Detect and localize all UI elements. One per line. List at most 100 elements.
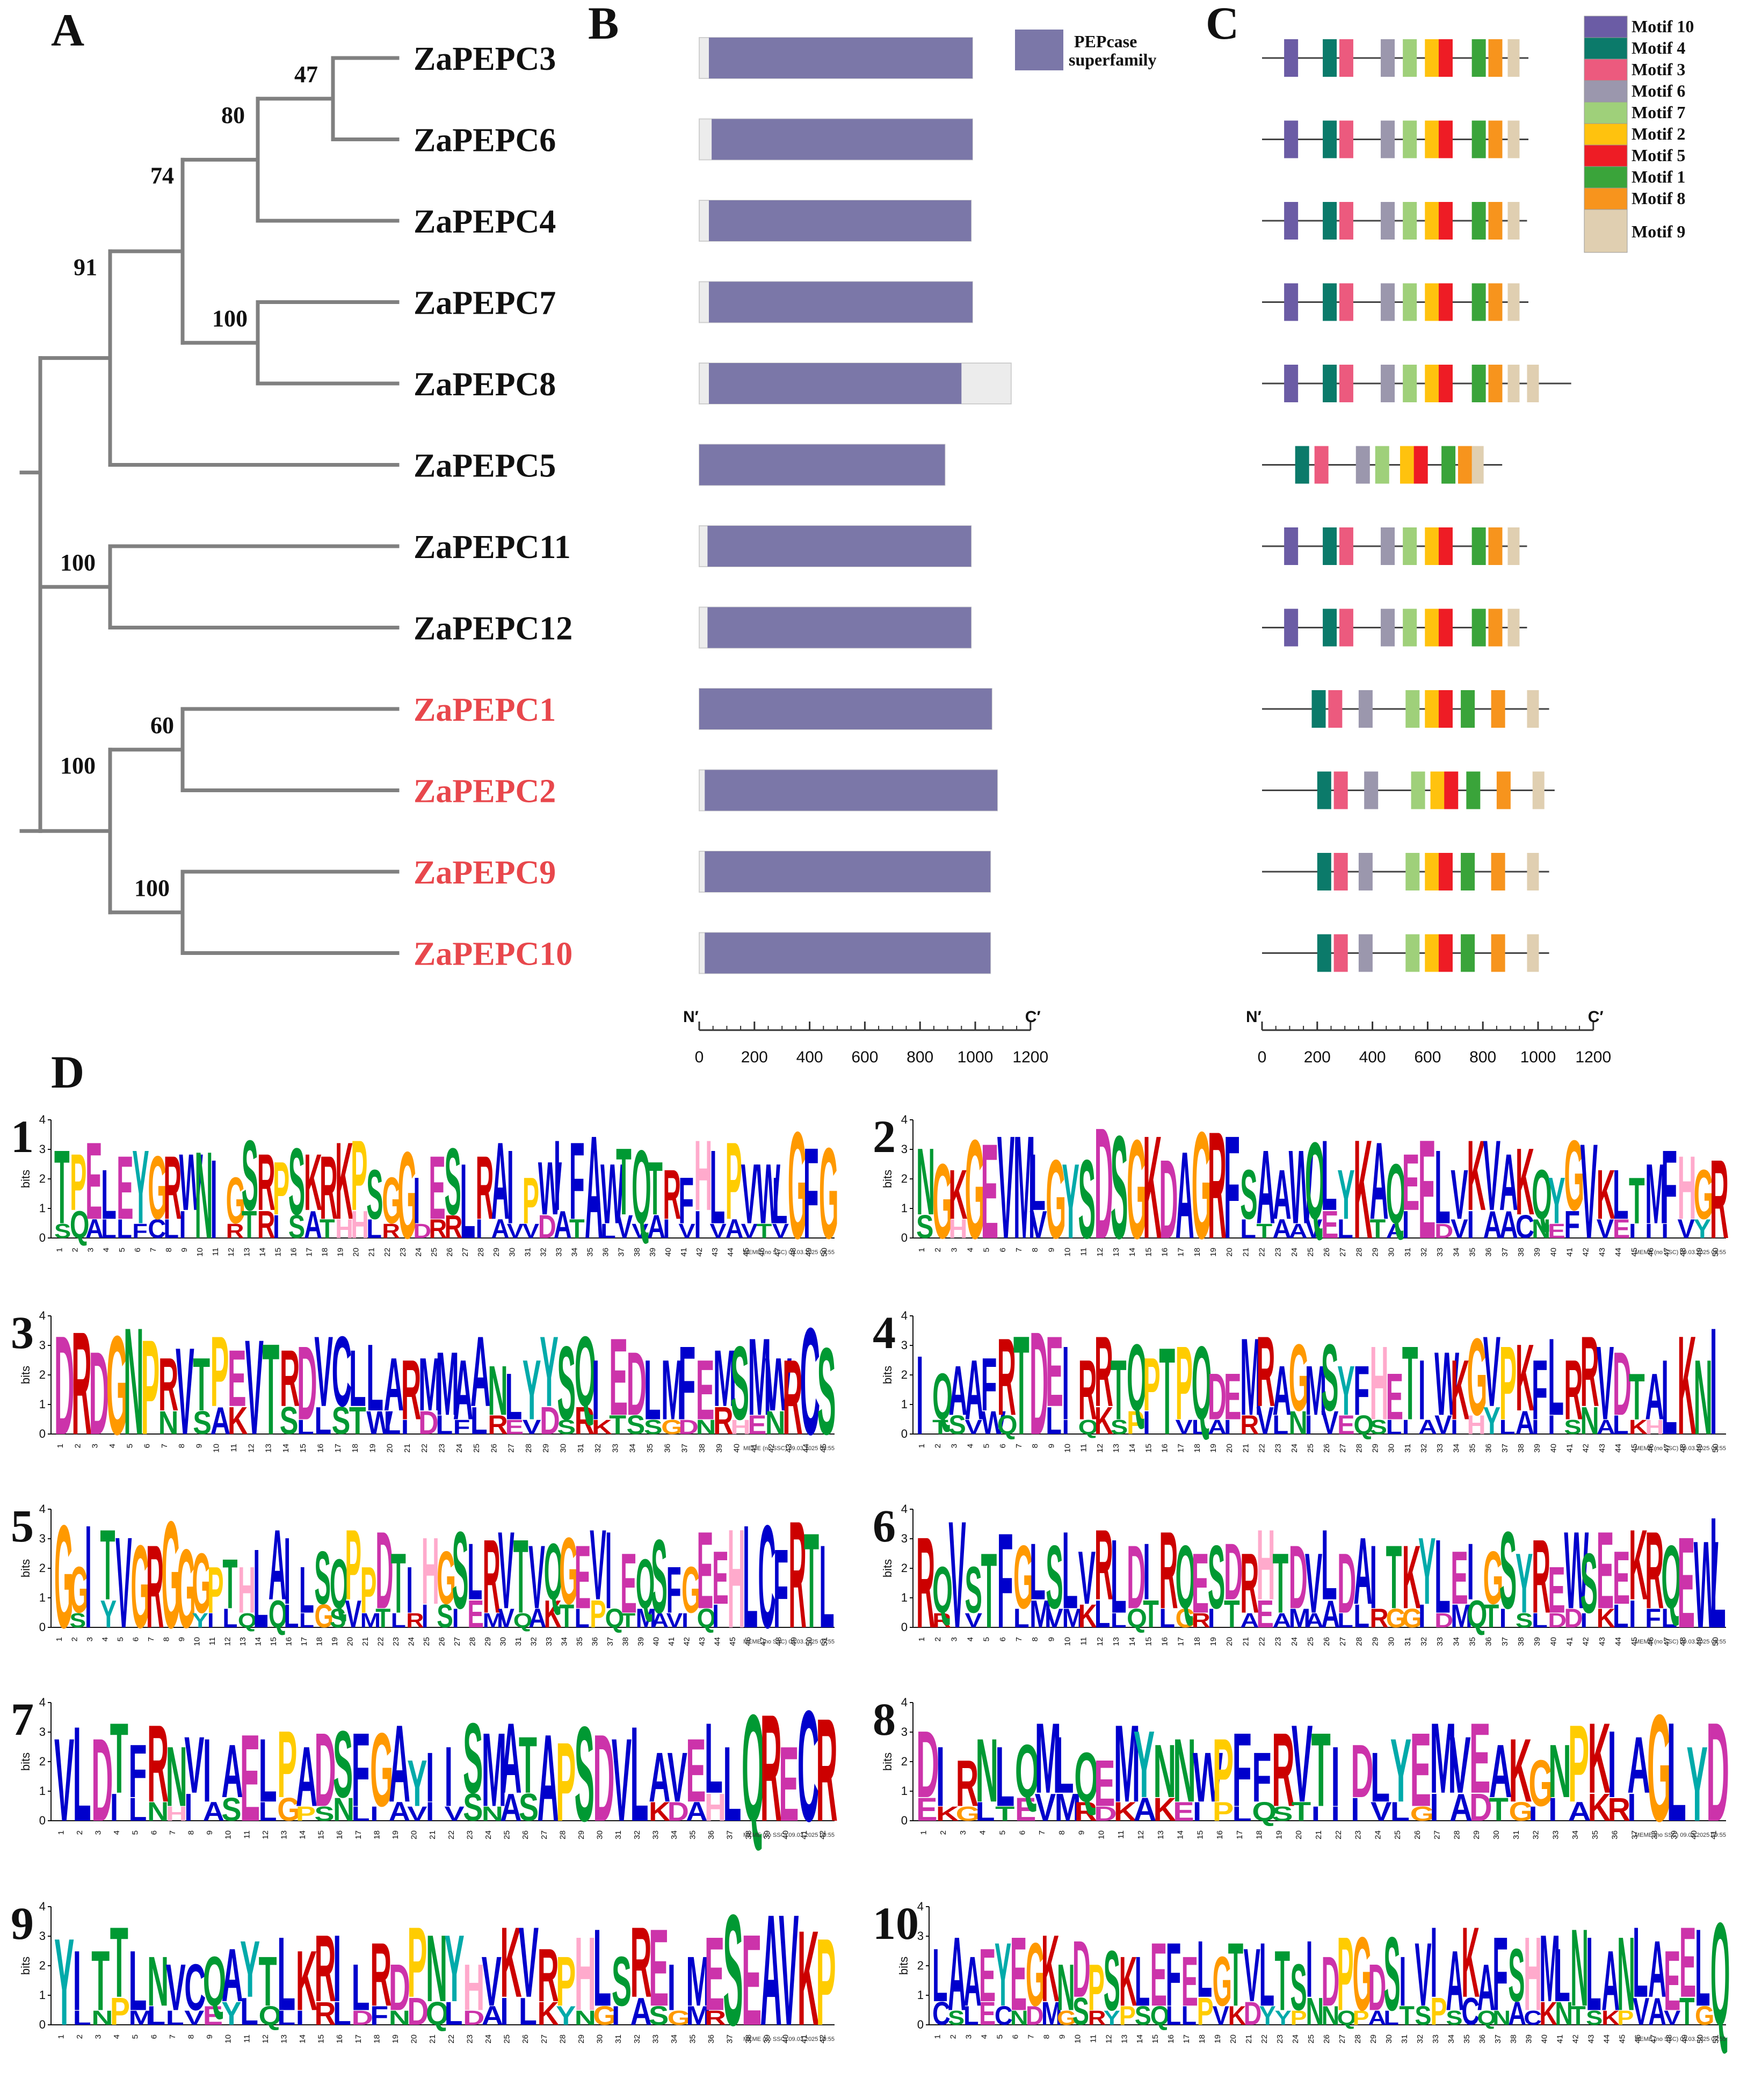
taxon-label: ZaPEPC3 <box>414 41 556 77</box>
logo-position-label: 25 <box>430 1248 439 1257</box>
logo-residue: F <box>352 1712 370 1829</box>
logo-residue: I <box>1208 1604 1215 1634</box>
logo-residue: V <box>1176 1416 1193 1439</box>
logo-position-label: 46 <box>1646 1444 1655 1453</box>
logo-position-label: 10 <box>1097 1830 1106 1840</box>
logo-residue: Y <box>100 1592 117 1635</box>
logo-residue: Q <box>70 1203 89 1247</box>
logo-residue: E <box>1386 1360 1403 1433</box>
logo-residue: V <box>528 1527 545 1628</box>
logo-residue: H <box>730 1416 751 1439</box>
logo-position-label: 17 <box>354 1830 363 1840</box>
logo-residue: N <box>1694 1337 1713 1457</box>
logo-residue: E <box>1410 1711 1432 1828</box>
logo-residue: S <box>1499 1509 1517 1632</box>
logo-residue: E <box>649 1906 669 2029</box>
motif-legend-swatch <box>1584 16 1628 38</box>
logo-residue: Y <box>192 1609 208 1632</box>
motif-box <box>1358 853 1373 890</box>
logo-residue: Y <box>1686 1725 1708 1844</box>
logo-residue: F <box>1564 1203 1580 1247</box>
logo-residue: L <box>1159 1604 1175 1634</box>
meme-tag: MEME (no SSC) 09.03.2025 09:55 <box>743 2036 835 2043</box>
logo-position-label: 26 <box>1413 1830 1422 1840</box>
logo-position-label: 6 <box>998 1637 1007 1641</box>
logo-position-label: 34 <box>1452 1248 1461 1257</box>
logo-position-label: 25 <box>1306 1637 1315 1646</box>
logo-residue: I <box>694 1203 701 1247</box>
logo-residue: L <box>1499 1416 1516 1439</box>
logo-position-label: 13 <box>1112 1637 1121 1646</box>
logo-position-label: 41 <box>679 1248 688 1257</box>
logo-position-label: 31 <box>523 1248 532 1257</box>
logo-residue: S <box>452 1510 469 1632</box>
motif-box <box>1438 39 1453 77</box>
logo-residue: T <box>1143 1592 1159 1636</box>
logo-residue: D <box>1159 1136 1178 1262</box>
logo-residue: A <box>965 1342 983 1437</box>
logo-residue: V <box>54 1715 74 1846</box>
logo-position-label: 7 <box>1038 1830 1047 1835</box>
logo-residue: V <box>678 1220 695 1243</box>
logo-y-tick-label: 4 <box>39 1113 46 1126</box>
logo-position-label: 36 <box>1484 1444 1494 1453</box>
logo-residue: V <box>498 1510 514 1632</box>
logo-residue: L <box>1613 1411 1629 1440</box>
logo-position-label: 5 <box>982 1444 991 1448</box>
logo-residue: A <box>1645 1360 1664 1433</box>
axis-tick-label: 600 <box>851 1048 878 1066</box>
motif-box <box>1488 365 1503 402</box>
logo-position-label: 25 <box>1307 2034 1316 2044</box>
logo-residue: V <box>1305 1215 1323 1244</box>
logo-residue: V <box>1483 1315 1500 1427</box>
logo-position-label: 2 <box>933 1248 943 1252</box>
logo-position-label: 13 <box>279 1830 288 1840</box>
logo-position-label: 35 <box>1591 1830 1600 1840</box>
logo-position-label: 17 <box>354 2034 363 2044</box>
logo-position-label: 11 <box>1079 1248 1089 1256</box>
motif-box <box>1438 853 1453 890</box>
logo-position-label: 39 <box>1533 1444 1542 1453</box>
logo-residue: L <box>259 1720 277 1821</box>
logo-residue: R <box>1564 1342 1583 1437</box>
logo-residue: N <box>916 1128 935 1235</box>
logo-position-label: 20 <box>410 2034 419 2044</box>
logo-position-label: 19 <box>391 2034 400 2044</box>
logo-y-tick-label: 1 <box>39 1397 46 1411</box>
taxon-label: ZaPEPC4 <box>414 204 556 240</box>
logo-position-label: 14 <box>258 1248 267 1257</box>
logo-position-label: 32 <box>539 1248 548 1257</box>
logo-residue: A <box>491 1120 510 1242</box>
logo-residue: V <box>115 1510 132 1655</box>
logo-residue: P <box>1499 1325 1517 1442</box>
logo-position-label: 7 <box>168 1830 177 1835</box>
motif-box <box>1507 609 1520 647</box>
logo-position-label: 16 <box>1160 1637 1169 1646</box>
logo-position-label: 1 <box>56 1830 66 1835</box>
logo-residue: K <box>1094 1399 1113 1443</box>
logo-residue: W <box>1289 1129 1314 1246</box>
motif-box <box>1441 446 1456 484</box>
logo-residue: R <box>916 1510 935 1655</box>
logo-position-label: 22 <box>1334 1830 1343 1840</box>
logo-position-label: 18 <box>1255 1830 1264 1840</box>
logo-residue: L <box>995 1729 1014 1824</box>
logo-residue: L <box>1013 1604 1030 1634</box>
motif-box <box>1471 39 1486 77</box>
logo-residue: I <box>1062 1416 1069 1439</box>
meme-tag: MEME (no SSC) 09.03.2025 09:55 <box>1635 1639 1726 1645</box>
logo-residue: K <box>1678 1307 1697 1465</box>
logo-position-label: 13 <box>1112 1248 1121 1257</box>
logo-residue: L <box>163 1214 179 1244</box>
motif-box <box>1339 609 1353 647</box>
logo-position-label: 9 <box>205 2034 214 2039</box>
logo-position-label: 8 <box>186 2034 195 2039</box>
logo-position-label: 11 <box>208 1637 217 1646</box>
logo-residue: L <box>117 1214 132 1244</box>
logo-position-label: 14 <box>1176 1830 1185 1840</box>
taxon-label: ZaPEPC9 <box>414 855 556 891</box>
logo-residue: L <box>73 1698 91 1850</box>
logo-position-label: 19 <box>391 1830 400 1840</box>
motif-box <box>1471 202 1486 240</box>
motif-logo-number: 7 <box>11 1693 34 1745</box>
